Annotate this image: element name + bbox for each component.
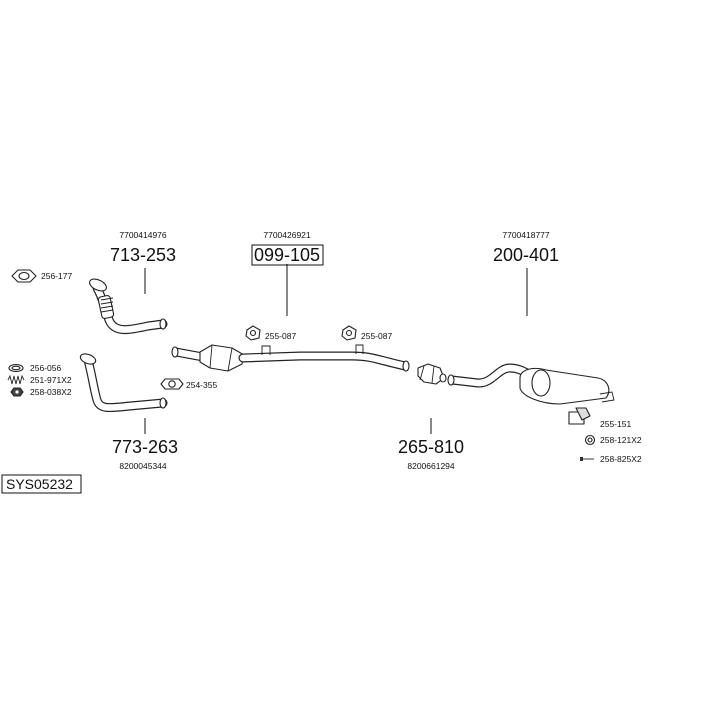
fitting-label: 255-087	[361, 331, 392, 341]
oem-number-label: 7700426921	[263, 230, 311, 240]
fitting-label: 258-121X2	[600, 435, 642, 445]
part-number-label: 200-401	[493, 245, 559, 265]
bolt-icon	[580, 457, 594, 461]
part-number-label: 099-105	[254, 245, 320, 265]
clamp-icon	[341, 325, 357, 341]
spring-icon	[7, 374, 25, 385]
part-number-label: 713-253	[110, 245, 176, 265]
oem-number-label: 8200045344	[119, 461, 167, 471]
catalytic-converter-part	[171, 344, 410, 372]
front-pipe-upper-part	[89, 278, 168, 335]
middle-pipe-part	[417, 363, 447, 385]
ring-icon	[8, 363, 24, 373]
fitting-label: 256-177	[41, 271, 72, 281]
fitting-label: 256-056	[30, 363, 61, 373]
oem-number-label: 8200661294	[407, 461, 455, 471]
oem-number-label: 7700418777	[502, 230, 550, 240]
rubber-mount-icon	[568, 407, 591, 425]
rear-silencer-part	[447, 363, 615, 405]
nut-icon	[10, 387, 24, 397]
fitting-label: 251-971X2	[30, 375, 72, 385]
gasket-icon	[11, 269, 37, 283]
system-code-label: SYS05232	[6, 476, 73, 492]
fitting-label: 258-825X2	[600, 454, 642, 464]
part-number-label: 773-263	[112, 437, 178, 457]
gasket-icon	[160, 378, 184, 390]
fitting-label: 255-151	[600, 419, 631, 429]
oem-number-label: 7700414976	[119, 230, 167, 240]
clamp-icon	[245, 325, 261, 341]
highlight-box	[251, 244, 324, 266]
fitting-label: 255-087	[265, 331, 296, 341]
part-number-label: 265-810	[398, 437, 464, 457]
system-code-box	[1, 474, 82, 494]
fitting-label: 254-355	[186, 380, 217, 390]
washer-icon	[584, 434, 596, 446]
fitting-label: 258-038X2	[30, 387, 72, 397]
front-pipe-lower-part	[79, 353, 168, 413]
